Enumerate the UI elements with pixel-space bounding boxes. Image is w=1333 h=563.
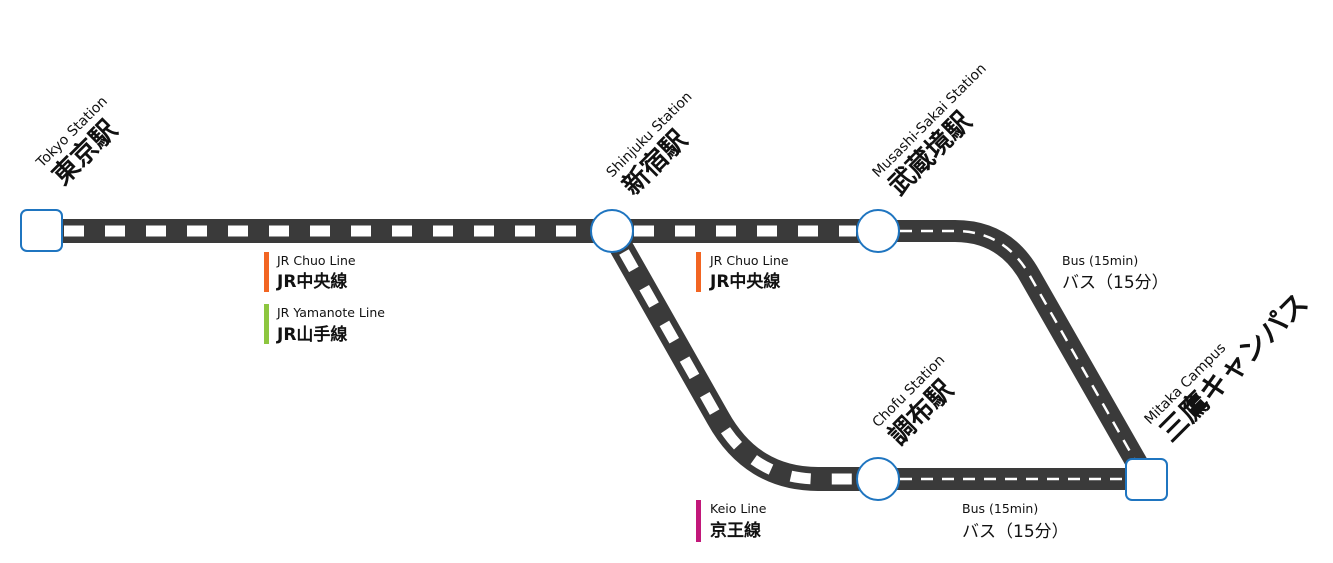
legend-keio: Keio Line 京王線 (696, 500, 767, 542)
station-markers (20, 209, 1168, 501)
musashi-sakai-station-label: Musashi-Sakai Station 武蔵境駅 (870, 61, 990, 202)
mitaka-campus-marker[interactable] (1125, 458, 1168, 501)
track-ticks-keio (619, 249, 852, 485)
legend-keio-en: Keio Line (710, 501, 767, 516)
legend-jr-chuo-1-color-bar (264, 252, 269, 292)
shinjuku-station-marker[interactable] (590, 209, 634, 253)
bus-routes (878, 220, 1156, 490)
legend-jr-chuo-2-ja: JR中央線 (709, 271, 780, 292)
bus-label-upper: Bus (15min) バス（15分） (1062, 253, 1169, 293)
bus-label-upper-ja: バス（15分） (1062, 273, 1169, 293)
tokyo-station-marker[interactable] (20, 209, 63, 252)
legend-jr-chuo-1-en: JR Chuo Line (276, 253, 356, 268)
legend-jr-yamanote-color-bar (264, 304, 269, 344)
bus-label-lower: Bus (15min) バス（15分） (962, 501, 1069, 542)
mitaka-campus-ja: 三鷹キャンパス (1153, 286, 1315, 448)
shinjuku-station-label: Shinjuku Station 新宿駅 (604, 89, 696, 201)
bus-label-lower-en: Bus (15min) (962, 501, 1038, 516)
legend-keio-ja: 京王線 (710, 520, 761, 541)
legend-jr-yamanote-en: JR Yamanote Line (276, 305, 385, 320)
bus-labels: Bus (15min) バス（15分） Bus (15min) バス（15分） (962, 253, 1169, 542)
legend-jr-chuo-2-en: JR Chuo Line (709, 253, 789, 268)
mitaka-campus-label: Mitaka Campus 三鷹キャンパス (1142, 286, 1315, 448)
tokyo-station-label: Tokyo Station 東京駅 (33, 93, 124, 191)
line-legends: JR Chuo Line JR中央線 JR Yamanote Line JR山手… (264, 252, 789, 542)
track-keio-shinjuku-chofu (601, 225, 878, 491)
bus-route-musashi-mitaka (878, 220, 1156, 485)
rail-tracks (42, 219, 878, 491)
musashi-sakai-station-marker[interactable] (856, 209, 900, 253)
legend-jr-chuo-2: JR Chuo Line JR中央線 (696, 252, 789, 292)
legend-jr-chuo-1-ja: JR中央線 (276, 271, 347, 292)
chofu-station-label: Chofu Station 調布駅 (870, 352, 960, 451)
legend-jr-yamanote: JR Yamanote Line JR山手線 (264, 304, 385, 345)
legend-keio-color-bar (696, 500, 701, 542)
legend-jr-yamanote-ja: JR山手線 (276, 324, 347, 345)
chofu-station-marker[interactable] (856, 457, 900, 501)
bus-label-upper-en: Bus (15min) (1062, 253, 1138, 268)
legend-jr-chuo-2-color-bar (696, 252, 701, 292)
legend-jr-chuo-1: JR Chuo Line JR中央線 (264, 252, 356, 292)
bus-label-lower-ja: バス（15分） (962, 522, 1069, 542)
